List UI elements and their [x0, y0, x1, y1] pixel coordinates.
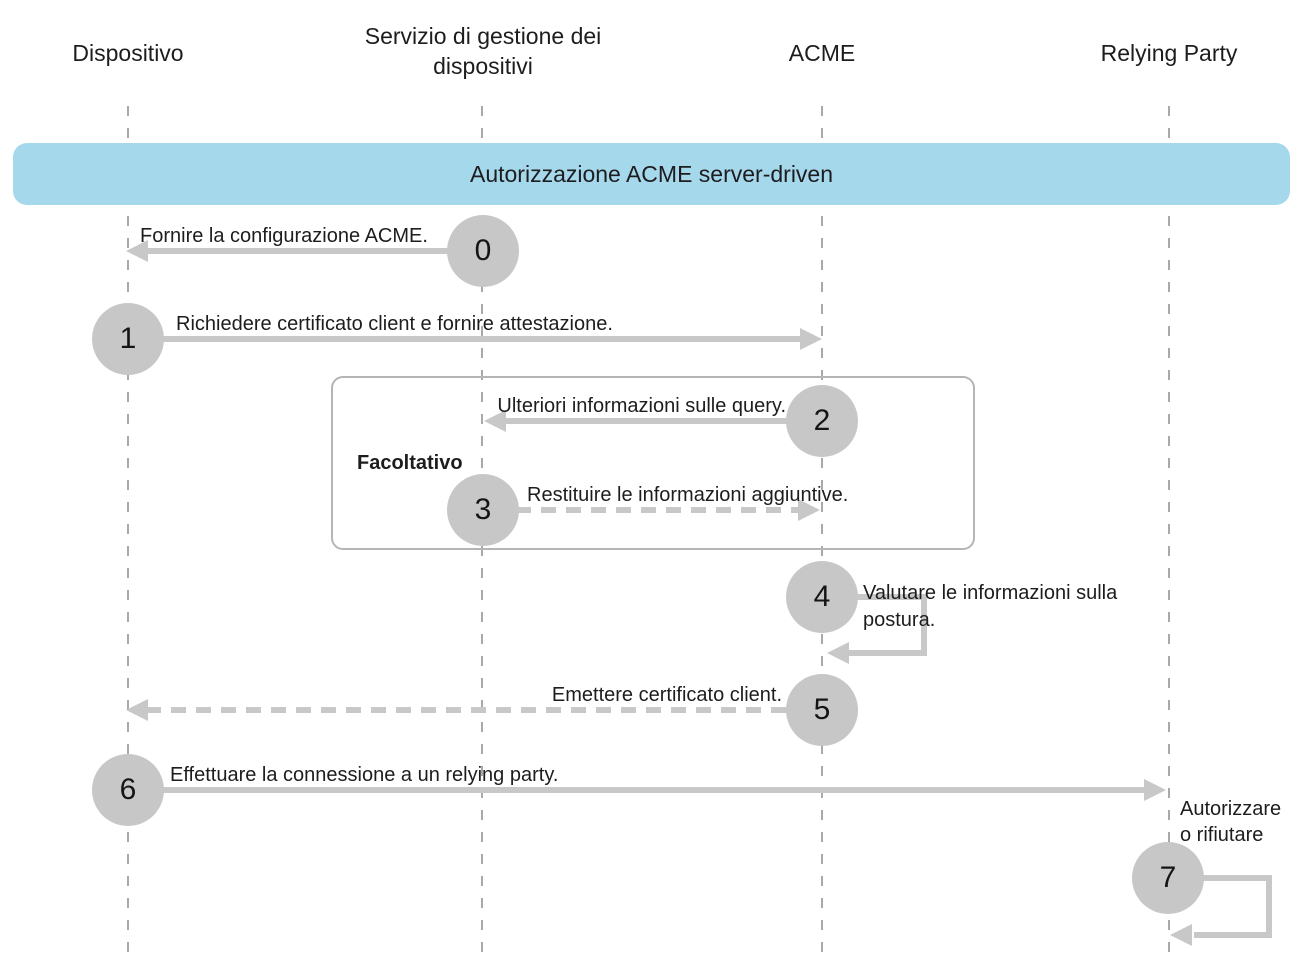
step-2-label: Ulteriori informazioni sulle query.: [497, 395, 786, 417]
actor-label-relying-party: Relying Party: [1100, 40, 1238, 66]
step-4-label: Valutare le informazioni sulla postura.: [863, 582, 1118, 631]
step-6-arrowhead-right-icon: [1144, 779, 1166, 801]
step-1-arrowhead-right-icon: [800, 328, 822, 350]
step-4-loop-bottom: [849, 650, 927, 656]
step-6-number-badge: 6: [92, 754, 164, 826]
step-4-arrowhead-left-icon: [827, 642, 849, 664]
step-3-number-badge: 3: [447, 474, 519, 546]
optional-group-label: Facoltativo: [357, 452, 463, 474]
step-4-loop-right: [921, 594, 927, 653]
lifeline-acme: [821, 106, 823, 955]
step-4-loop-top: [822, 594, 927, 600]
step-0-label: Fornire la configurazione ACME.: [140, 225, 428, 247]
step-2-arrow-line: [504, 418, 822, 424]
step-5-arrow-line: [146, 707, 790, 713]
phase-banner: Autorizzazione ACME server-driven: [13, 143, 1290, 205]
step-7-number-badge: 7: [1132, 842, 1204, 914]
step-7-loop-top: [1168, 875, 1272, 881]
actor-label-servizio-gestione-dispositivi: Servizio di gestione dei dispositivi: [364, 23, 602, 79]
step-5-number-badge: 5: [786, 674, 858, 746]
step-2-number-badge: 2: [786, 385, 858, 457]
step-3-label: Restituire le informazioni aggiuntive.: [527, 484, 849, 506]
optional-group-box: [331, 376, 975, 550]
step-7-arrowhead-left-icon: [1170, 924, 1192, 946]
step-6-label: Effettuare la connessione a un relying p…: [170, 764, 559, 786]
step-0-arrowhead-left-icon: [126, 240, 148, 262]
step-0-arrow-line: [146, 248, 483, 254]
step-7-label: Autorizzare o rifiutare: [1180, 798, 1282, 846]
step-2-arrowhead-left-icon: [484, 410, 506, 432]
step-6-arrow-line: [158, 787, 1144, 793]
lifeline-relying-party: [1168, 106, 1170, 955]
step-1-arrow-line: [158, 336, 802, 342]
actor-label-dispositivo: Dispositivo: [72, 40, 184, 66]
lifeline-dispositivo: [127, 106, 129, 955]
step-5-label: Emettere certificato client.: [551, 684, 782, 706]
step-0-number-badge: 0: [447, 215, 519, 287]
step-3-arrow-line: [516, 507, 798, 513]
step-5-arrowhead-left-icon: [126, 699, 148, 721]
step-1-label: Richiedere certificato client e fornire …: [176, 313, 613, 335]
step-3-arrowhead-right-icon: [798, 499, 820, 521]
step-7-loop-bottom: [1194, 932, 1272, 938]
actor-label-acme: ACME: [788, 40, 856, 66]
step-4-number-badge: 4: [786, 561, 858, 633]
step-1-number-badge: 1: [92, 303, 164, 375]
step-7-loop-right: [1266, 875, 1272, 938]
